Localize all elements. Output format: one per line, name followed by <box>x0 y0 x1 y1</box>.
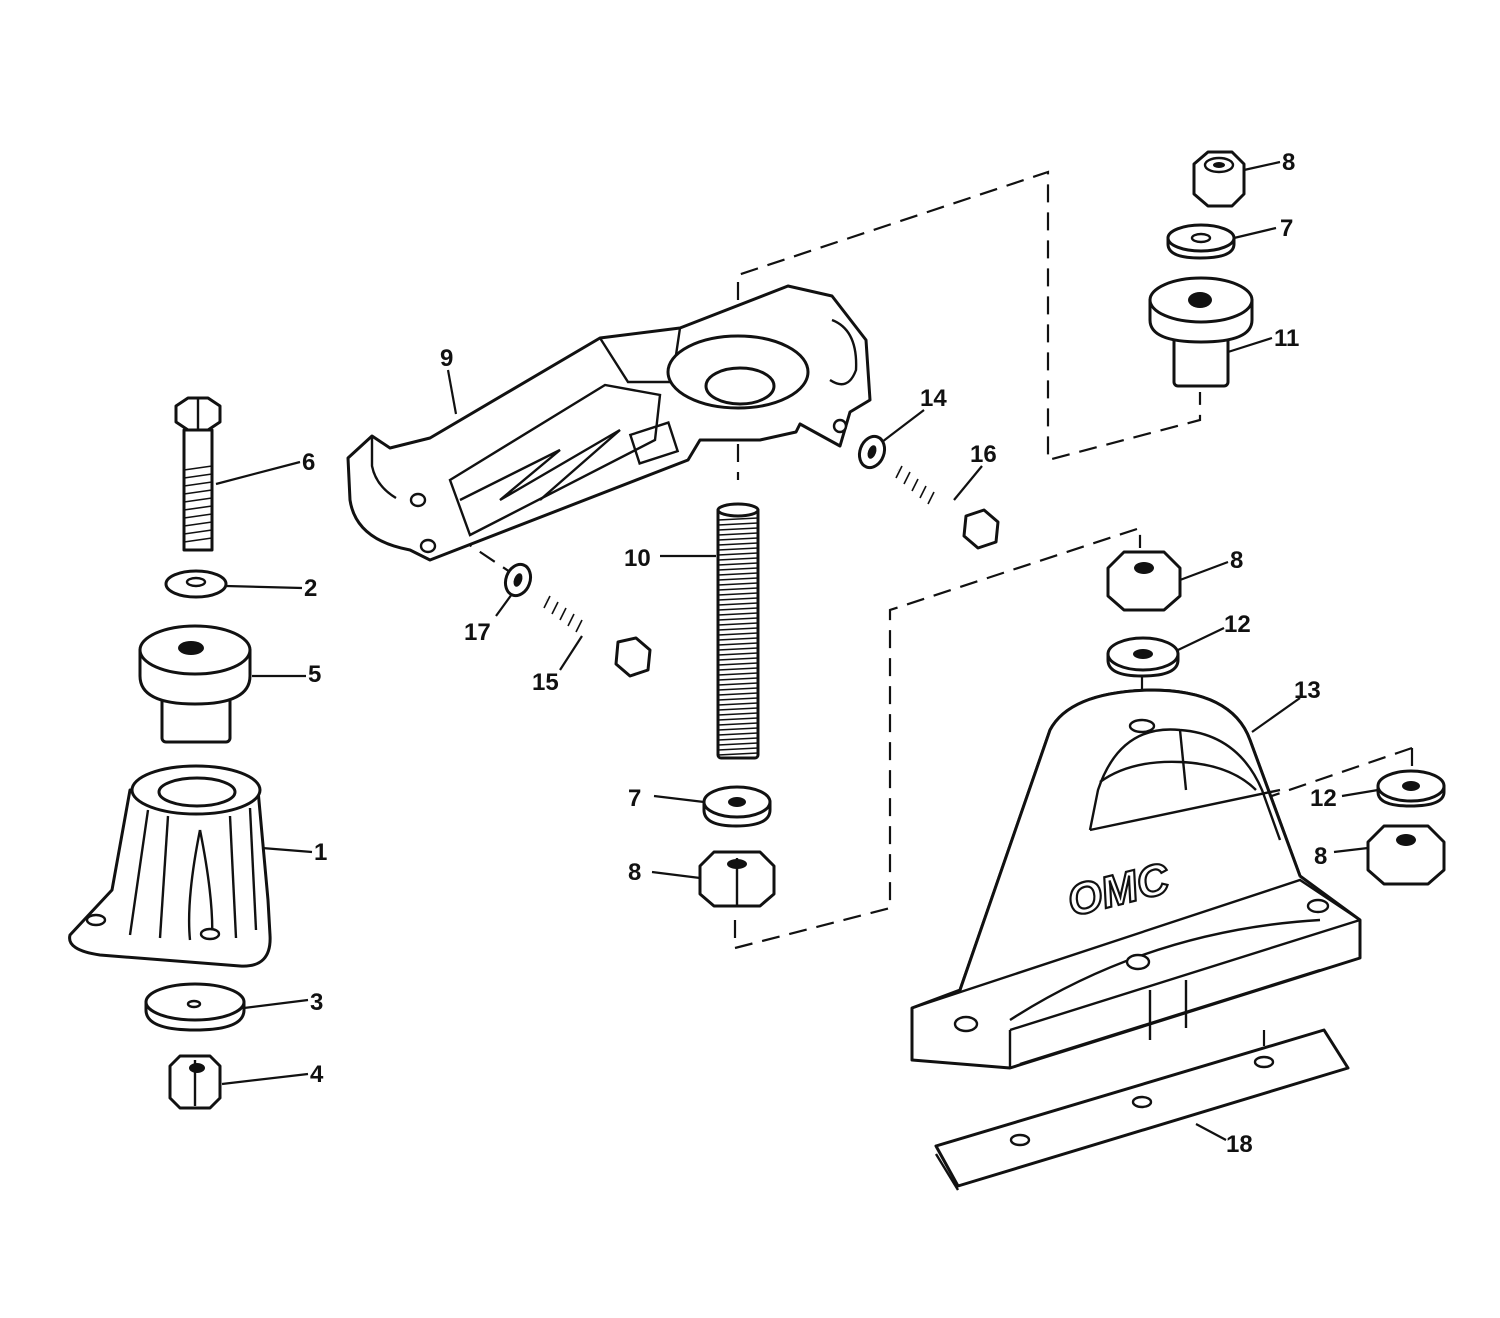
stud-thread-line <box>717 642 759 646</box>
washer-part-12-top[interactable] <box>1106 636 1180 678</box>
stud-thread-line <box>717 532 759 536</box>
bolt-part-16[interactable] <box>895 465 1000 550</box>
mount-base-part-1[interactable] <box>68 764 272 968</box>
stud-thread-line <box>717 672 759 676</box>
stud-thread-line <box>717 577 759 581</box>
stud-thread-line <box>717 617 759 621</box>
cushion-part-11[interactable] <box>1148 276 1254 388</box>
stud-thread-line <box>717 612 759 616</box>
callout-labels: 1 2 3 4 5 6 7 7 8 8 8 8 9 10 11 12 12 13… <box>302 149 1337 1158</box>
callout-7-center: 7 <box>628 785 641 812</box>
stud-thread-line <box>717 737 759 741</box>
stud-thread-line <box>717 682 759 686</box>
callout-13: 13 <box>1294 677 1321 704</box>
leader-lines <box>215 160 1379 1141</box>
stud-thread-line <box>717 557 759 561</box>
stud-thread-line <box>717 752 759 756</box>
nut-part-8-right-top[interactable] <box>1106 550 1182 612</box>
stud-thread-line <box>717 562 759 566</box>
callout-3: 3 <box>310 989 323 1016</box>
stud-thread-line <box>717 662 759 666</box>
callout-1: 1 <box>314 839 327 866</box>
stud-thread-line <box>717 637 759 641</box>
stud-thread-line <box>717 747 759 751</box>
callout-5: 5 <box>308 661 321 688</box>
callout-6: 6 <box>302 449 315 476</box>
callout-8-right: 8 <box>1314 843 1327 870</box>
nut-part-8-center[interactable] <box>698 850 776 908</box>
stud-part-10[interactable] <box>716 502 760 760</box>
stud-thread-line <box>717 542 759 546</box>
bracket-part-9[interactable] <box>346 284 872 562</box>
stud-thread-line <box>717 622 759 626</box>
stud-thread-line <box>717 742 759 746</box>
callout-10: 10 <box>624 545 651 572</box>
cushion-part-5[interactable] <box>138 624 252 744</box>
washer-part-3[interactable] <box>144 982 246 1032</box>
stud-thread-line <box>717 687 759 691</box>
stud-thread-line <box>717 572 759 576</box>
callout-17: 17 <box>464 619 491 646</box>
stud-thread-line <box>717 552 759 556</box>
stud-thread-line <box>717 547 759 551</box>
stud-thread-line <box>717 627 759 631</box>
stud-thread-line <box>717 692 759 696</box>
stud-thread-line <box>717 647 759 651</box>
stud-thread-line <box>717 527 759 531</box>
bolt-part-15[interactable] <box>543 595 652 678</box>
stud-thread-line <box>717 652 759 656</box>
washer-part-17[interactable] <box>501 561 534 599</box>
nut-part-8-right[interactable] <box>1366 824 1446 886</box>
stud-thread-line <box>717 677 759 681</box>
washer-part-2[interactable] <box>164 569 228 599</box>
stud-thread-line <box>717 592 759 596</box>
plate-part-18[interactable] <box>934 1028 1350 1191</box>
stud-thread-line <box>717 712 759 716</box>
stud-thread-line <box>717 587 759 591</box>
washer-part-7-top[interactable] <box>1166 223 1236 260</box>
stud-thread-line <box>717 732 759 736</box>
stud-thread-line <box>717 522 759 526</box>
washer-part-14[interactable] <box>855 433 888 471</box>
stud-thread-line <box>717 657 759 661</box>
mount-part-13-omc[interactable]: OMC <box>910 688 1362 1070</box>
callout-16: 16 <box>970 441 997 468</box>
stud-thread-line <box>717 717 759 721</box>
stud-thread-line <box>717 602 759 606</box>
callout-7-top: 7 <box>1280 215 1293 242</box>
nut-part-4[interactable] <box>168 1054 222 1110</box>
nut-part-8-top[interactable] <box>1192 150 1246 208</box>
callout-18: 18 <box>1226 1131 1253 1158</box>
stud-thread-line <box>717 707 759 711</box>
stud-thread-line <box>717 537 759 541</box>
callout-11: 11 <box>1274 325 1299 352</box>
bolt-part-6[interactable] <box>174 396 222 552</box>
stud-thread-line <box>717 597 759 601</box>
stud-thread-line <box>717 697 759 701</box>
callout-4: 4 <box>310 1061 324 1088</box>
callout-8-top: 8 <box>1282 149 1295 176</box>
stud-thread-line <box>717 517 759 521</box>
stud-thread-line <box>717 702 759 706</box>
stud-thread-line <box>717 667 759 671</box>
stud-thread-line <box>717 727 759 731</box>
callout-15: 15 <box>532 669 559 696</box>
callout-9: 9 <box>440 345 453 372</box>
callout-12-right: 12 <box>1310 785 1337 812</box>
callout-2: 2 <box>304 575 317 602</box>
callout-8-right-top: 8 <box>1230 547 1243 574</box>
callout-12-top: 12 <box>1224 611 1251 638</box>
callout-8-center: 8 <box>628 859 641 886</box>
washer-part-12-right[interactable] <box>1376 769 1446 808</box>
callout-14: 14 <box>920 385 947 412</box>
stud-thread-line <box>717 607 759 611</box>
stud-thread-line <box>717 632 759 636</box>
stud-thread-line <box>717 582 759 586</box>
stud-thread-line <box>717 567 759 571</box>
stud-thread-line <box>717 722 759 726</box>
washer-part-7-center[interactable] <box>702 785 772 828</box>
